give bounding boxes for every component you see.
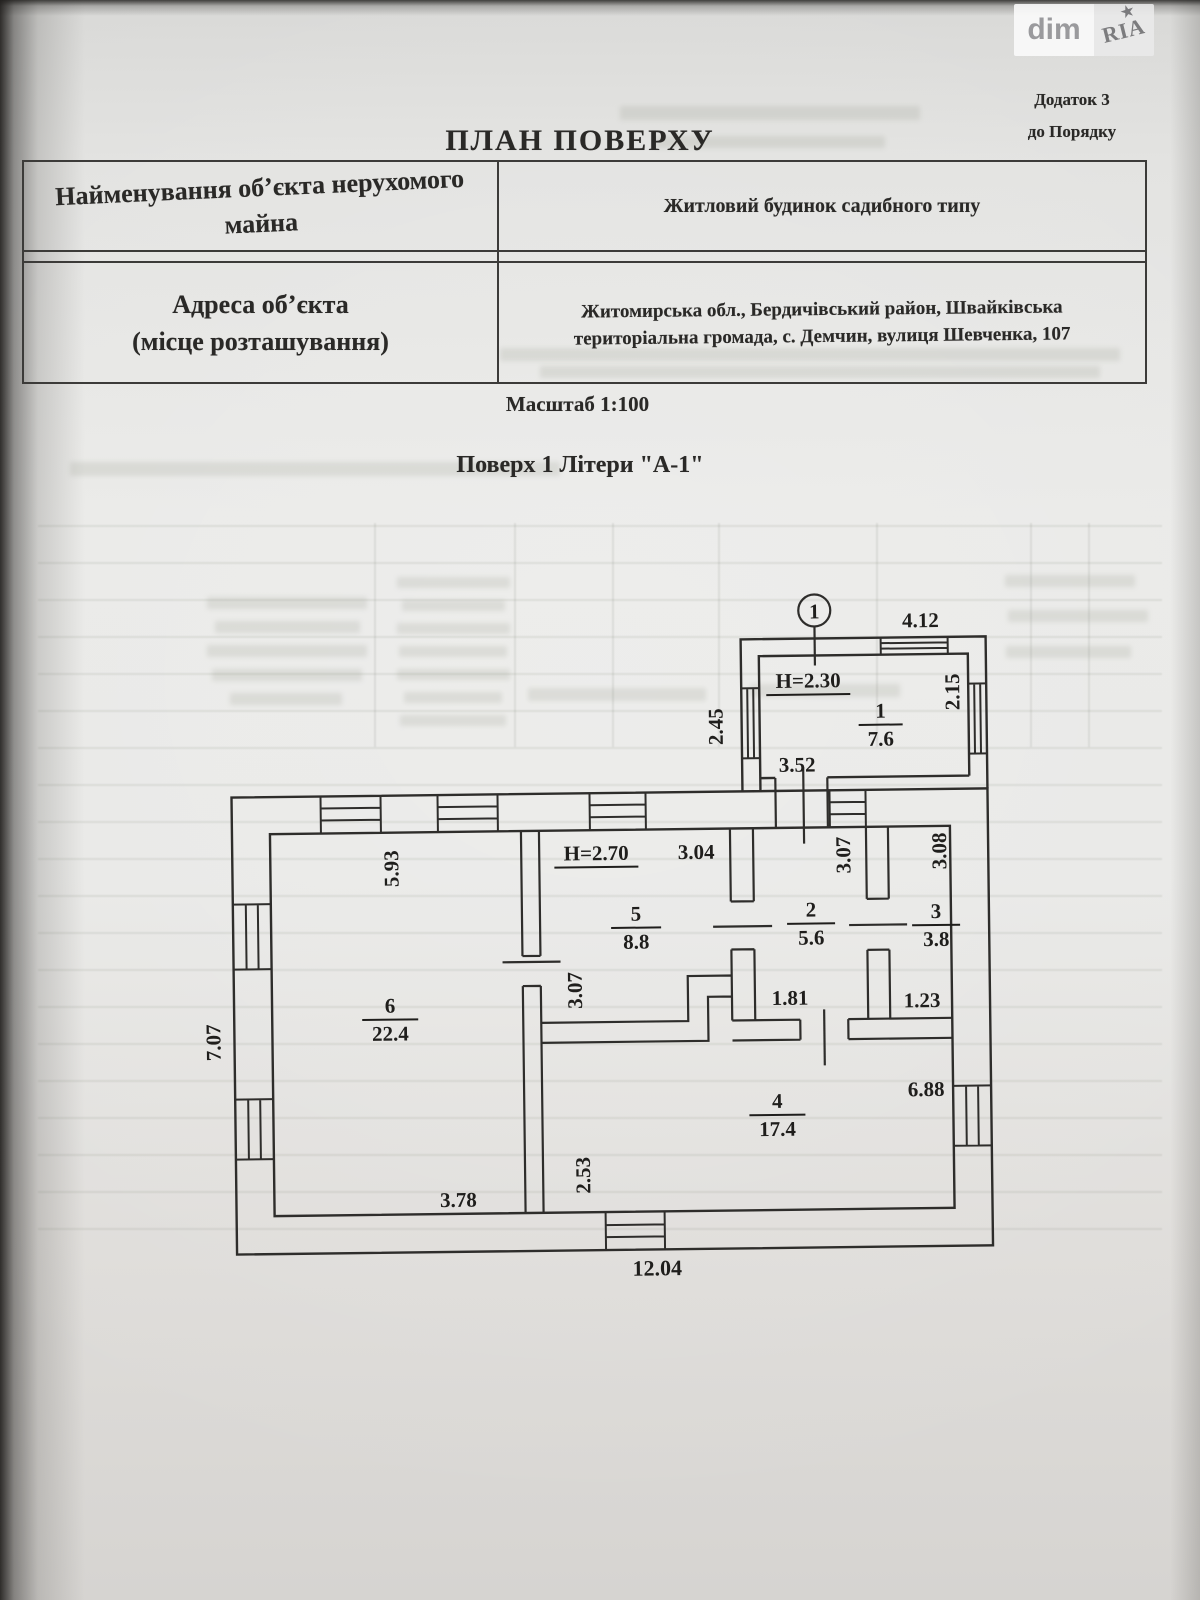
room2-number: 2 bbox=[806, 897, 817, 921]
object-info-table: Найменування об’єкта нерухомого майна Жи… bbox=[22, 160, 1147, 384]
dim-ria-watermark: dim ★ RIA bbox=[1014, 4, 1154, 56]
dim-room4-width: 6.88 bbox=[908, 1077, 945, 1101]
object-name-value: Житловий будинок садибного типу bbox=[499, 162, 1145, 250]
object-address-label: Адреса об’єкта (місце розташування) bbox=[24, 263, 497, 382]
room3-bar bbox=[912, 923, 961, 927]
dim-total-width: 12.04 bbox=[632, 1255, 682, 1281]
plan-labels: 4.12 Н=2.30 3.52 1 7.6 2.45 2.15 Н=2.70 … bbox=[201, 608, 964, 1281]
room4-number: 4 bbox=[772, 1089, 783, 1113]
dim-annex-left: 2.45 bbox=[703, 708, 727, 745]
page-title: ПЛАН ПОВЕРХУ bbox=[445, 124, 715, 157]
window-top-2 bbox=[436, 794, 499, 833]
dim-left-height: 7.07 bbox=[201, 1024, 225, 1061]
height-annex-underline bbox=[766, 693, 851, 697]
window-top-3 bbox=[588, 792, 647, 831]
dim-room2-height: 3.07 bbox=[831, 837, 855, 874]
height-main-underline bbox=[554, 865, 639, 869]
window-top-1 bbox=[319, 795, 382, 834]
room3-area: 3.8 bbox=[923, 927, 950, 951]
wall-room2-room3 bbox=[864, 826, 892, 1019]
room6-number: 6 bbox=[385, 994, 396, 1018]
room1-bar bbox=[858, 723, 903, 726]
dim-room6-top: 5.93 bbox=[379, 850, 403, 887]
height-main: Н=2.70 bbox=[564, 841, 629, 866]
room2-bar bbox=[787, 922, 836, 925]
door-room6-room5 bbox=[502, 960, 561, 964]
wall-room5-room2 bbox=[728, 828, 757, 1021]
window-top-4 bbox=[828, 789, 867, 828]
door-annex-entry bbox=[774, 767, 830, 844]
annex-inner-wall bbox=[757, 652, 971, 792]
height-annex: Н=2.30 bbox=[775, 668, 840, 693]
window-right bbox=[953, 1084, 992, 1147]
dim-hall-height: 2.53 bbox=[571, 1157, 595, 1194]
scale-caption: Масштаб 1:100 bbox=[505, 392, 650, 416]
window-left-2 bbox=[235, 1098, 274, 1161]
dim-annex-right: 2.15 bbox=[940, 673, 964, 710]
window-left-1 bbox=[232, 903, 272, 971]
room5-number: 5 bbox=[631, 902, 642, 926]
appendix-line1: Додаток 3 bbox=[1034, 90, 1110, 109]
door-room2-room3 bbox=[849, 923, 908, 927]
table-row-divider bbox=[24, 250, 1145, 252]
wall-room2-room4 bbox=[732, 1016, 953, 1042]
window-annex-right bbox=[968, 682, 988, 755]
label-bars bbox=[362, 693, 961, 1117]
window-annex-left bbox=[741, 687, 761, 760]
window-annex-top bbox=[879, 636, 949, 655]
windows bbox=[232, 636, 992, 1251]
wall-room6-room5 bbox=[519, 830, 545, 1214]
room2-area: 5.6 bbox=[798, 925, 825, 949]
door-marks bbox=[502, 767, 908, 1066]
entrance-bottom bbox=[604, 1211, 667, 1251]
dim-annex-width: 3.52 bbox=[779, 752, 816, 776]
table-column-divider bbox=[497, 162, 499, 382]
watermark-ria-logo: ★ RIA bbox=[1094, 4, 1154, 56]
table-row-divider bbox=[24, 261, 1145, 263]
dim-room5-height: 3.07 bbox=[563, 972, 587, 1009]
room5-area: 8.8 bbox=[623, 930, 650, 954]
floor-caption: Поверх 1 Літери "А-1" bbox=[456, 452, 704, 478]
annex-outer-wall bbox=[739, 635, 989, 792]
door-room2-room4 bbox=[823, 1009, 826, 1066]
dim-room6-width: 3.78 bbox=[440, 1188, 477, 1212]
dim-room2-width: 1.81 bbox=[771, 986, 808, 1010]
room3-number: 3 bbox=[931, 899, 942, 923]
dim-room3-width: 1.23 bbox=[904, 988, 941, 1012]
object-name-value-text: Житловий будинок садибного типу bbox=[663, 194, 981, 217]
callout-number: 1 bbox=[809, 599, 820, 623]
object-address-label-line1: Адреса об’єкта bbox=[172, 289, 349, 319]
appendix-line2: до Порядку bbox=[1027, 122, 1117, 141]
room1-area: 7.6 bbox=[868, 727, 895, 751]
interior-walls bbox=[519, 826, 953, 1214]
watermark-dim-logo: dim bbox=[1014, 4, 1094, 56]
appendix-note: Додаток 3 до Порядку bbox=[992, 84, 1152, 148]
room4-area: 17.4 bbox=[759, 1117, 797, 1141]
wall-room5-room4 bbox=[541, 974, 734, 1044]
callout-1: 1 bbox=[797, 593, 832, 666]
room1-number: 1 bbox=[875, 699, 886, 723]
dim-room3-height: 3.08 bbox=[927, 832, 951, 869]
dim-annex-top: 4.12 bbox=[902, 608, 939, 632]
door-room5-room2 bbox=[713, 924, 773, 928]
room5-bar bbox=[611, 926, 662, 929]
object-address-label-line2: (місце розташування) bbox=[132, 326, 389, 356]
room6-area: 22.4 bbox=[372, 1021, 410, 1045]
room4-bar bbox=[749, 1113, 806, 1117]
main-outer-wall bbox=[230, 787, 995, 1256]
dim-room5-width: 3.04 bbox=[678, 840, 716, 864]
room6-bar bbox=[362, 1018, 419, 1022]
